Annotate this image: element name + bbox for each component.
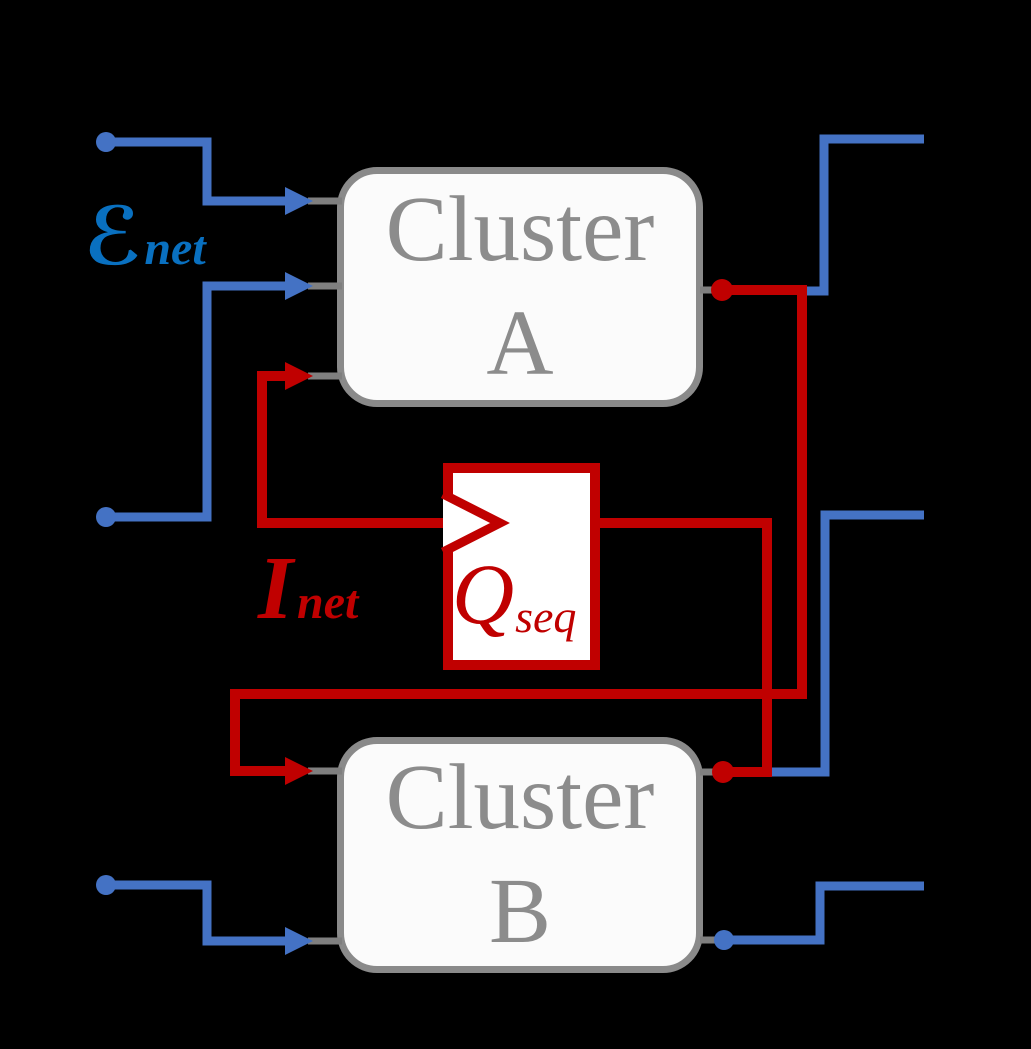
cluster-a-box: Cluster A (337, 167, 703, 407)
cluster-b-label-line1: Cluster (385, 746, 655, 849)
enet-arrow-a-input2 (285, 272, 313, 300)
cluster-a-label-line2: A (486, 292, 554, 395)
enet-symbol: ℰ (84, 190, 143, 283)
enet-wire-a-output (807, 134, 924, 296)
inet-wire-qseq-to-b-output (597, 518, 772, 777)
qseq-subscript: seq (515, 591, 577, 642)
enet-terminal-dot-top (96, 132, 116, 152)
enet-arrow-a-input1 (285, 187, 313, 215)
enet-wire-b-output2 (724, 881, 924, 945)
inet-subscript: net (297, 576, 359, 629)
cluster-b-label-line2: B (488, 860, 552, 963)
enet-wire-b-output1 (766, 510, 924, 777)
cluster-a-label-line1: Cluster (385, 178, 655, 281)
qseq-symbol: Q (452, 546, 515, 642)
enet-wire-b-input2 (106, 880, 285, 946)
inet-arrow-a-input3 (285, 362, 313, 390)
inet-wire-a-output-down (716, 285, 807, 699)
enet-wire-a-input2 (106, 281, 285, 522)
cluster-b-output2-dot (714, 930, 734, 950)
enet-terminal-dot-middle (96, 507, 116, 527)
inet-arrow-b-input1 (285, 757, 313, 785)
inet-symbol: I (258, 539, 294, 638)
cluster-b-box: Cluster B (337, 737, 703, 973)
enet-terminal-dot-bottom (96, 875, 116, 895)
cluster-a-output-dot (711, 279, 733, 301)
enet-arrow-b-input2 (285, 927, 313, 955)
cluster-b-output1-dot (712, 761, 734, 783)
enet-subscript: net (144, 222, 206, 275)
